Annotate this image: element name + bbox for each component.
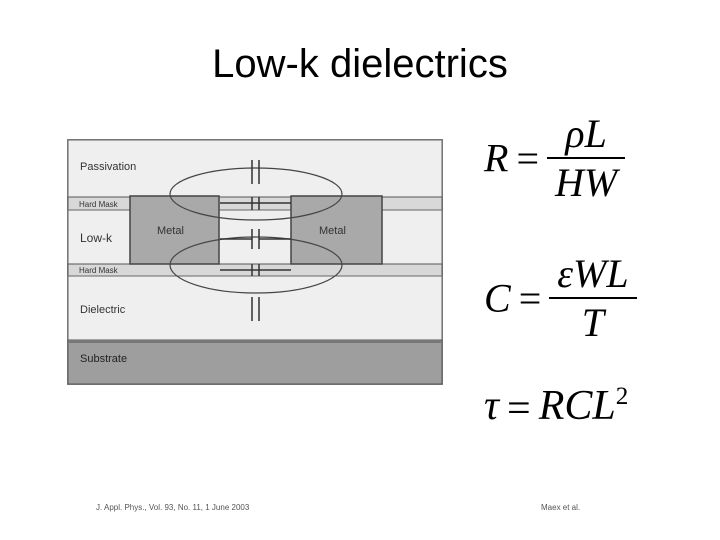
resistance-lhs: R xyxy=(484,135,509,181)
resistance-denominator: HW xyxy=(555,160,618,205)
capacitance-denominator: T xyxy=(581,300,605,345)
label-hard-mask-top: Hard Mask xyxy=(79,200,119,209)
time-constant-equation: τ=RCL2 xyxy=(484,382,628,433)
resistance-numerator: ρL xyxy=(547,110,626,159)
substrate-layer xyxy=(67,339,443,385)
label-metal-right: Metal xyxy=(319,225,346,237)
label-metal-left: Metal xyxy=(157,225,184,237)
resistance-equals: = xyxy=(516,135,539,181)
metal-line-left xyxy=(129,195,220,265)
label-dielectric: Dielectric xyxy=(80,304,126,316)
citation-authors: Maex et al. xyxy=(541,503,581,512)
label-passivation: Passivation xyxy=(80,161,136,173)
citation-journal: J. Appl. Phys., Vol. 93, No. 11, 1 June … xyxy=(96,503,250,512)
tau-rhs: RCL xyxy=(538,383,616,429)
capacitor-bottom xyxy=(251,297,260,321)
capacitance-equals: = xyxy=(518,275,542,321)
capacitor-top xyxy=(251,160,260,184)
label-low-k: Low-k xyxy=(80,231,113,245)
tau-equals: = xyxy=(507,386,531,433)
capacitor-hardmask-top xyxy=(220,197,291,210)
label-substrate: Substrate xyxy=(80,353,127,365)
capacitor-hardmask-bottom xyxy=(220,264,291,276)
field-line-bottom xyxy=(169,236,343,294)
field-line-top xyxy=(169,167,343,221)
capacitor-low-k xyxy=(220,229,291,249)
metal-line-right xyxy=(290,195,383,265)
tau-exponent: 2 xyxy=(615,383,629,410)
tau-lhs: τ xyxy=(484,383,500,429)
slide-title: Low-k dielectrics xyxy=(212,42,508,86)
label-hard-mask-bottom: Hard Mask xyxy=(79,266,119,275)
interconnect-cross-section: Passivation Hard Mask Low-k Hard Mask Di… xyxy=(67,139,443,385)
capacitance-lhs: C xyxy=(484,275,511,321)
capacitance-numerator: εWL xyxy=(549,250,637,299)
